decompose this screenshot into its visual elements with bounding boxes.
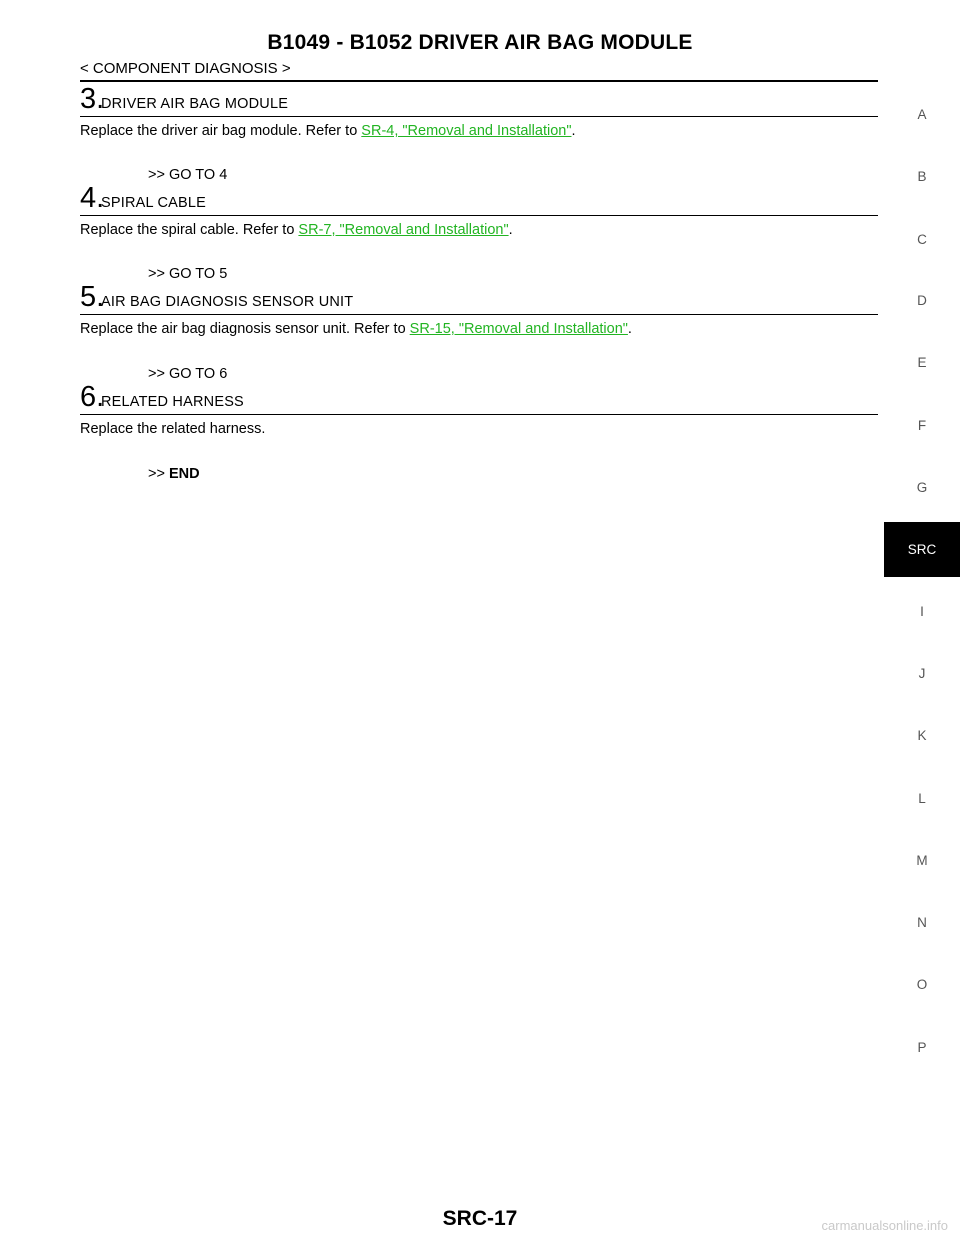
- index-tab-o[interactable]: O: [916, 977, 928, 992]
- index-tab-j[interactable]: J: [918, 666, 926, 681]
- index-tab-i[interactable]: I: [920, 604, 924, 619]
- instruction-end: .: [508, 222, 513, 238]
- index-tab-a[interactable]: A: [917, 107, 927, 122]
- index-tab-n[interactable]: N: [917, 915, 927, 930]
- goto-step-5: >> GO TO 6: [148, 366, 227, 382]
- instruction-text: Replace the air bag diagnosis sensor uni…: [80, 321, 410, 337]
- step-6: 6. RELATED HARNESS Replace the related h…: [80, 381, 878, 438]
- page-title: B1049 - B1052 DRIVER AIR BAG MODULE: [267, 31, 693, 54]
- index-tab-c[interactable]: C: [917, 232, 927, 247]
- index-tab-g[interactable]: G: [916, 480, 928, 495]
- goto-target: GO TO 5: [168, 266, 228, 282]
- index-tab-b[interactable]: B: [917, 169, 927, 184]
- goto-step-3: >> GO TO 4: [148, 167, 227, 183]
- step-header: 6. RELATED HARNESS: [80, 381, 878, 415]
- instruction-end: .: [571, 123, 576, 139]
- step-3: 3. DRIVER AIR BAG MODULE Replace the dri…: [80, 83, 878, 140]
- step-number: 5.: [80, 281, 105, 313]
- goto-prefix: >>: [148, 167, 169, 183]
- index-tab-p[interactable]: P: [917, 1040, 927, 1055]
- index-tab-l[interactable]: L: [918, 791, 926, 806]
- watermark: carmanualsonline.info: [821, 1218, 948, 1233]
- goto-prefix: >>: [148, 266, 169, 282]
- instruction-text: Replace the spiral cable. Refer to: [80, 222, 299, 238]
- goto-target: END: [168, 466, 200, 482]
- step-instruction: Replace the spiral cable. Refer to SR-7,…: [80, 221, 878, 239]
- step-instruction: Replace the air bag diagnosis sensor uni…: [80, 320, 878, 338]
- goto-prefix: >>: [148, 366, 169, 382]
- page-number: SRC-17: [442, 1207, 518, 1230]
- index-tab-k[interactable]: K: [917, 728, 927, 743]
- instruction-end: .: [627, 321, 632, 337]
- index-tab-src[interactable]: SRC: [884, 522, 960, 577]
- index-tab-d[interactable]: D: [917, 293, 927, 308]
- header-divider: [80, 80, 878, 82]
- goto-step-6: >> END: [148, 466, 200, 482]
- instruction-text: Replace the related harness.: [80, 421, 266, 437]
- goto-target: GO TO 4: [168, 167, 228, 183]
- index-tab-m[interactable]: M: [916, 853, 928, 868]
- index-tab-e[interactable]: E: [917, 355, 927, 370]
- step-header: 3. DRIVER AIR BAG MODULE: [80, 83, 878, 117]
- step-instruction: Replace the driver air bag module. Refer…: [80, 122, 878, 140]
- step-title: AIR BAG DIAGNOSIS SENSOR UNIT: [101, 294, 354, 310]
- breadcrumb: < COMPONENT DIAGNOSIS >: [80, 60, 291, 77]
- step-title: DRIVER AIR BAG MODULE: [101, 96, 289, 112]
- goto-step-4: >> GO TO 5: [148, 266, 227, 282]
- index-tab-f[interactable]: F: [917, 418, 927, 433]
- goto-target: GO TO 6: [168, 366, 228, 382]
- step-number: 3.: [80, 83, 105, 115]
- step-title: RELATED HARNESS: [101, 394, 244, 410]
- step-header: 4. SPIRAL CABLE: [80, 182, 878, 216]
- reference-link[interactable]: SR-4, "Removal and Installation": [361, 123, 572, 139]
- reference-link[interactable]: SR-7, "Removal and Installation": [298, 222, 509, 238]
- step-5: 5. AIR BAG DIAGNOSIS SENSOR UNIT Replace…: [80, 281, 878, 338]
- instruction-text: Replace the driver air bag module. Refer…: [80, 123, 362, 139]
- reference-link[interactable]: SR-15, "Removal and Installation": [409, 321, 628, 337]
- step-number: 6.: [80, 381, 105, 413]
- step-title: SPIRAL CABLE: [101, 195, 207, 211]
- step-instruction: Replace the related harness.: [80, 420, 878, 438]
- step-number: 4.: [80, 182, 105, 214]
- step-header: 5. AIR BAG DIAGNOSIS SENSOR UNIT: [80, 281, 878, 315]
- goto-prefix: >>: [148, 466, 169, 482]
- section-index: A B C D E F G SRC I J K L M N O P: [884, 0, 960, 1242]
- step-4: 4. SPIRAL CABLE Replace the spiral cable…: [80, 182, 878, 239]
